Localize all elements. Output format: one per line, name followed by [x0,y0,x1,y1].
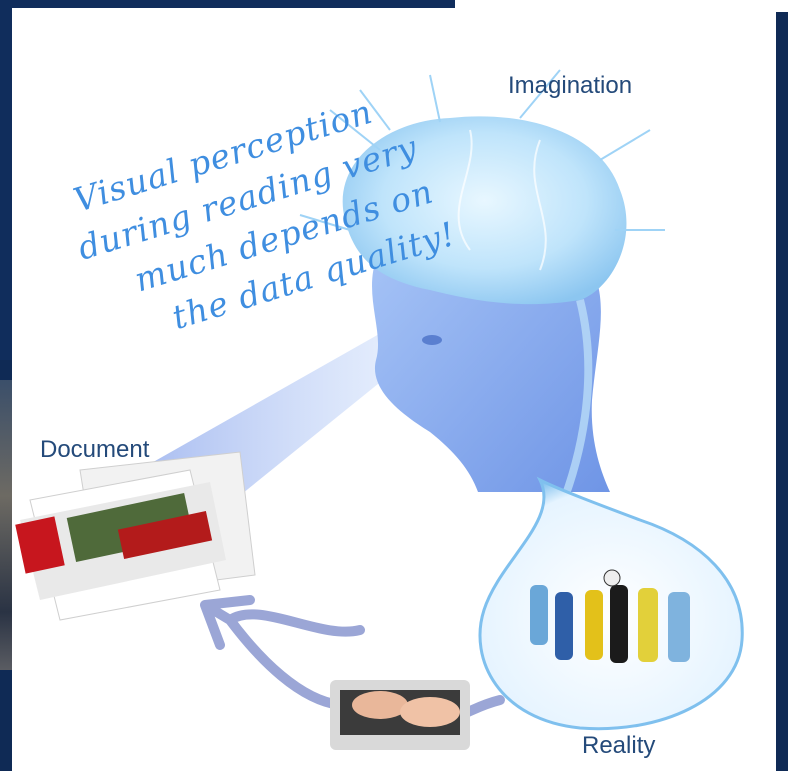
newspaper-stack-icon [15,451,256,621]
hands-typing-keyboard-icon [330,680,470,750]
football-players-bubble-icon [478,476,744,731]
handwritten-note: Visual perception during reading very mu… [69,92,460,337]
reality-label: Reality [582,732,656,759]
glowing-brain-icon [299,69,665,305]
hand-drawn-arrow-icon [200,595,365,710]
document-label: Document [40,436,150,463]
imagination-label: Imagination [508,72,633,99]
